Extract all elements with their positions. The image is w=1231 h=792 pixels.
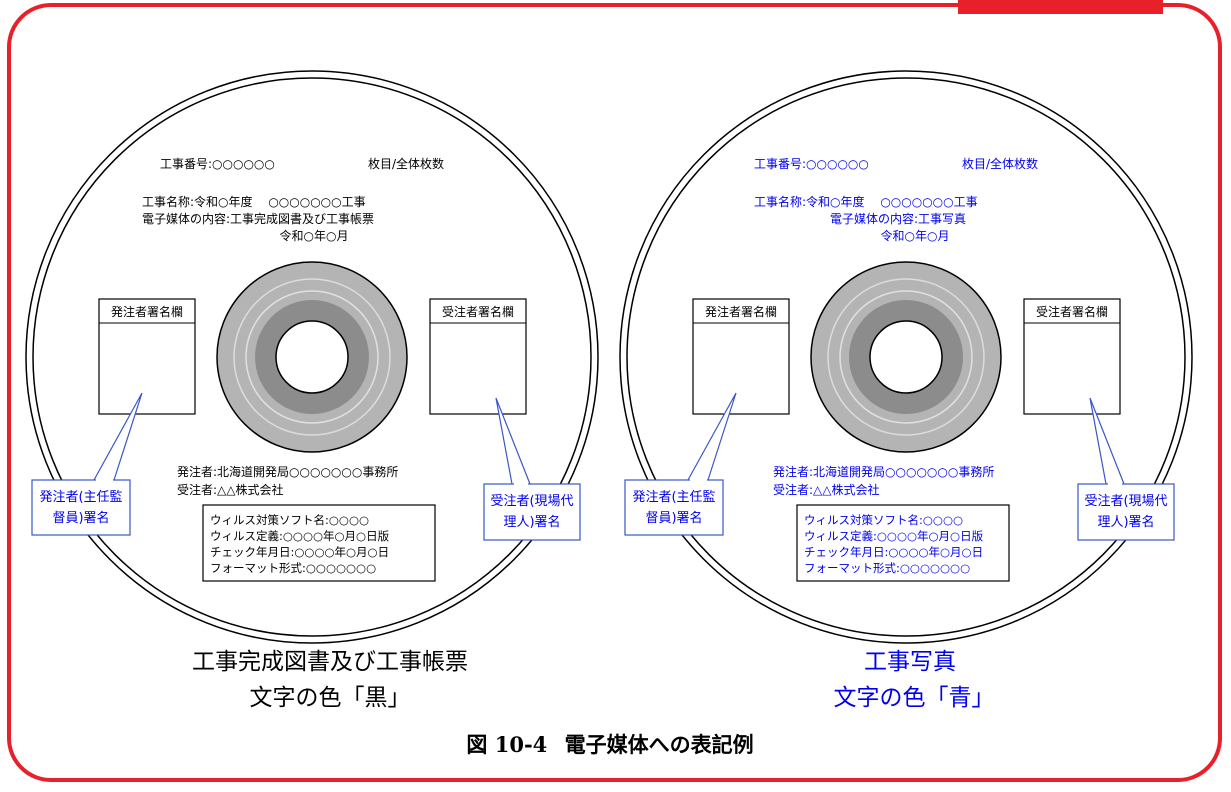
left-sheet-count: 枚目/全体枚数 [368,157,445,171]
right-construction-number: 工事番号:○○○○○○ [754,157,869,171]
left-construction-name: 工事名称:令和○年度 ○○○○○○○工事 [142,195,366,209]
left-contractor-signature-box-label: 受注者署名欄 [441,305,514,319]
left-orderer-signature-box-label: 発注者署名欄 [110,305,183,319]
figure-title: 電子媒体への表記例 [564,732,754,757]
right-construction-name: 工事名称:令和○年度 ○○○○○○○工事 [754,195,978,209]
left-media-content: 電子媒体の内容:工事完成図書及び工事帳票 [142,212,375,226]
right-antivirus-name: ウィルス対策ソフト名:○○○○ [804,513,964,527]
red-rounded-frame [7,3,1222,782]
left-construction-number: 工事番号:○○○○○○ [160,157,275,171]
figure-caption: 図 10-4 電子媒体への表記例 [466,729,763,759]
left-contractor: 受注者:△△株式会社 [177,483,284,497]
right-virus-definition: ウィルス定義:○○○○年○月○日版 [804,529,984,543]
left-antivirus-name: ウィルス対策ソフト名:○○○○ [210,513,370,527]
left-format-type: フォーマット形式:○○○○○○○ [210,561,377,575]
left-virus-definition: ウィルス定義:○○○○年○月○日版 [210,529,390,543]
right-orderer-callout: 発注者(主任監督員)署名 [632,490,716,526]
right-media-content: 電子媒体の内容:工事写真 [829,212,967,226]
left-check-date: チェック年月日:○○○○年○月○日 [210,545,390,559]
left-orderer-callout: 発注者(主任監督員)署名 [39,490,123,526]
corner-tag [958,0,1163,14]
right-orderer: 発注者:北海道開発局○○○○○○○事務所 [773,465,995,479]
right-orderer-signature-box-label: 発注者署名欄 [704,305,777,319]
right-caption-line2: 文字の色「青」 [833,685,995,711]
left-disc [25,70,599,644]
right-date: 令和○年○月 [880,229,950,243]
left-orderer: 発注者:北海道開発局○○○○○○○事務所 [177,465,399,479]
right-disc [619,70,1193,644]
left-contractor-callout: 受注者(現場代理人)署名 [490,494,574,530]
left-date: 令和○年○月 [279,229,349,243]
figure-number: 図 10-4 [466,732,548,757]
left-caption-line2: 文字の色「黒」 [249,685,411,711]
right-format-type: フォーマット形式:○○○○○○○ [804,561,971,575]
right-contractor-callout: 受注者(現場代理人)署名 [1084,494,1168,530]
left-caption-line1: 工事完成図書及び工事帳票 [192,649,468,675]
right-check-date: チェック年月日:○○○○年○月○日 [804,545,984,559]
right-sheet-count: 枚目/全体枚数 [962,157,1039,171]
right-contractor-signature-box-label: 受注者署名欄 [1035,305,1108,319]
right-contractor: 受注者:△△株式会社 [773,483,880,497]
right-caption-line1: 工事写真 [864,649,956,675]
